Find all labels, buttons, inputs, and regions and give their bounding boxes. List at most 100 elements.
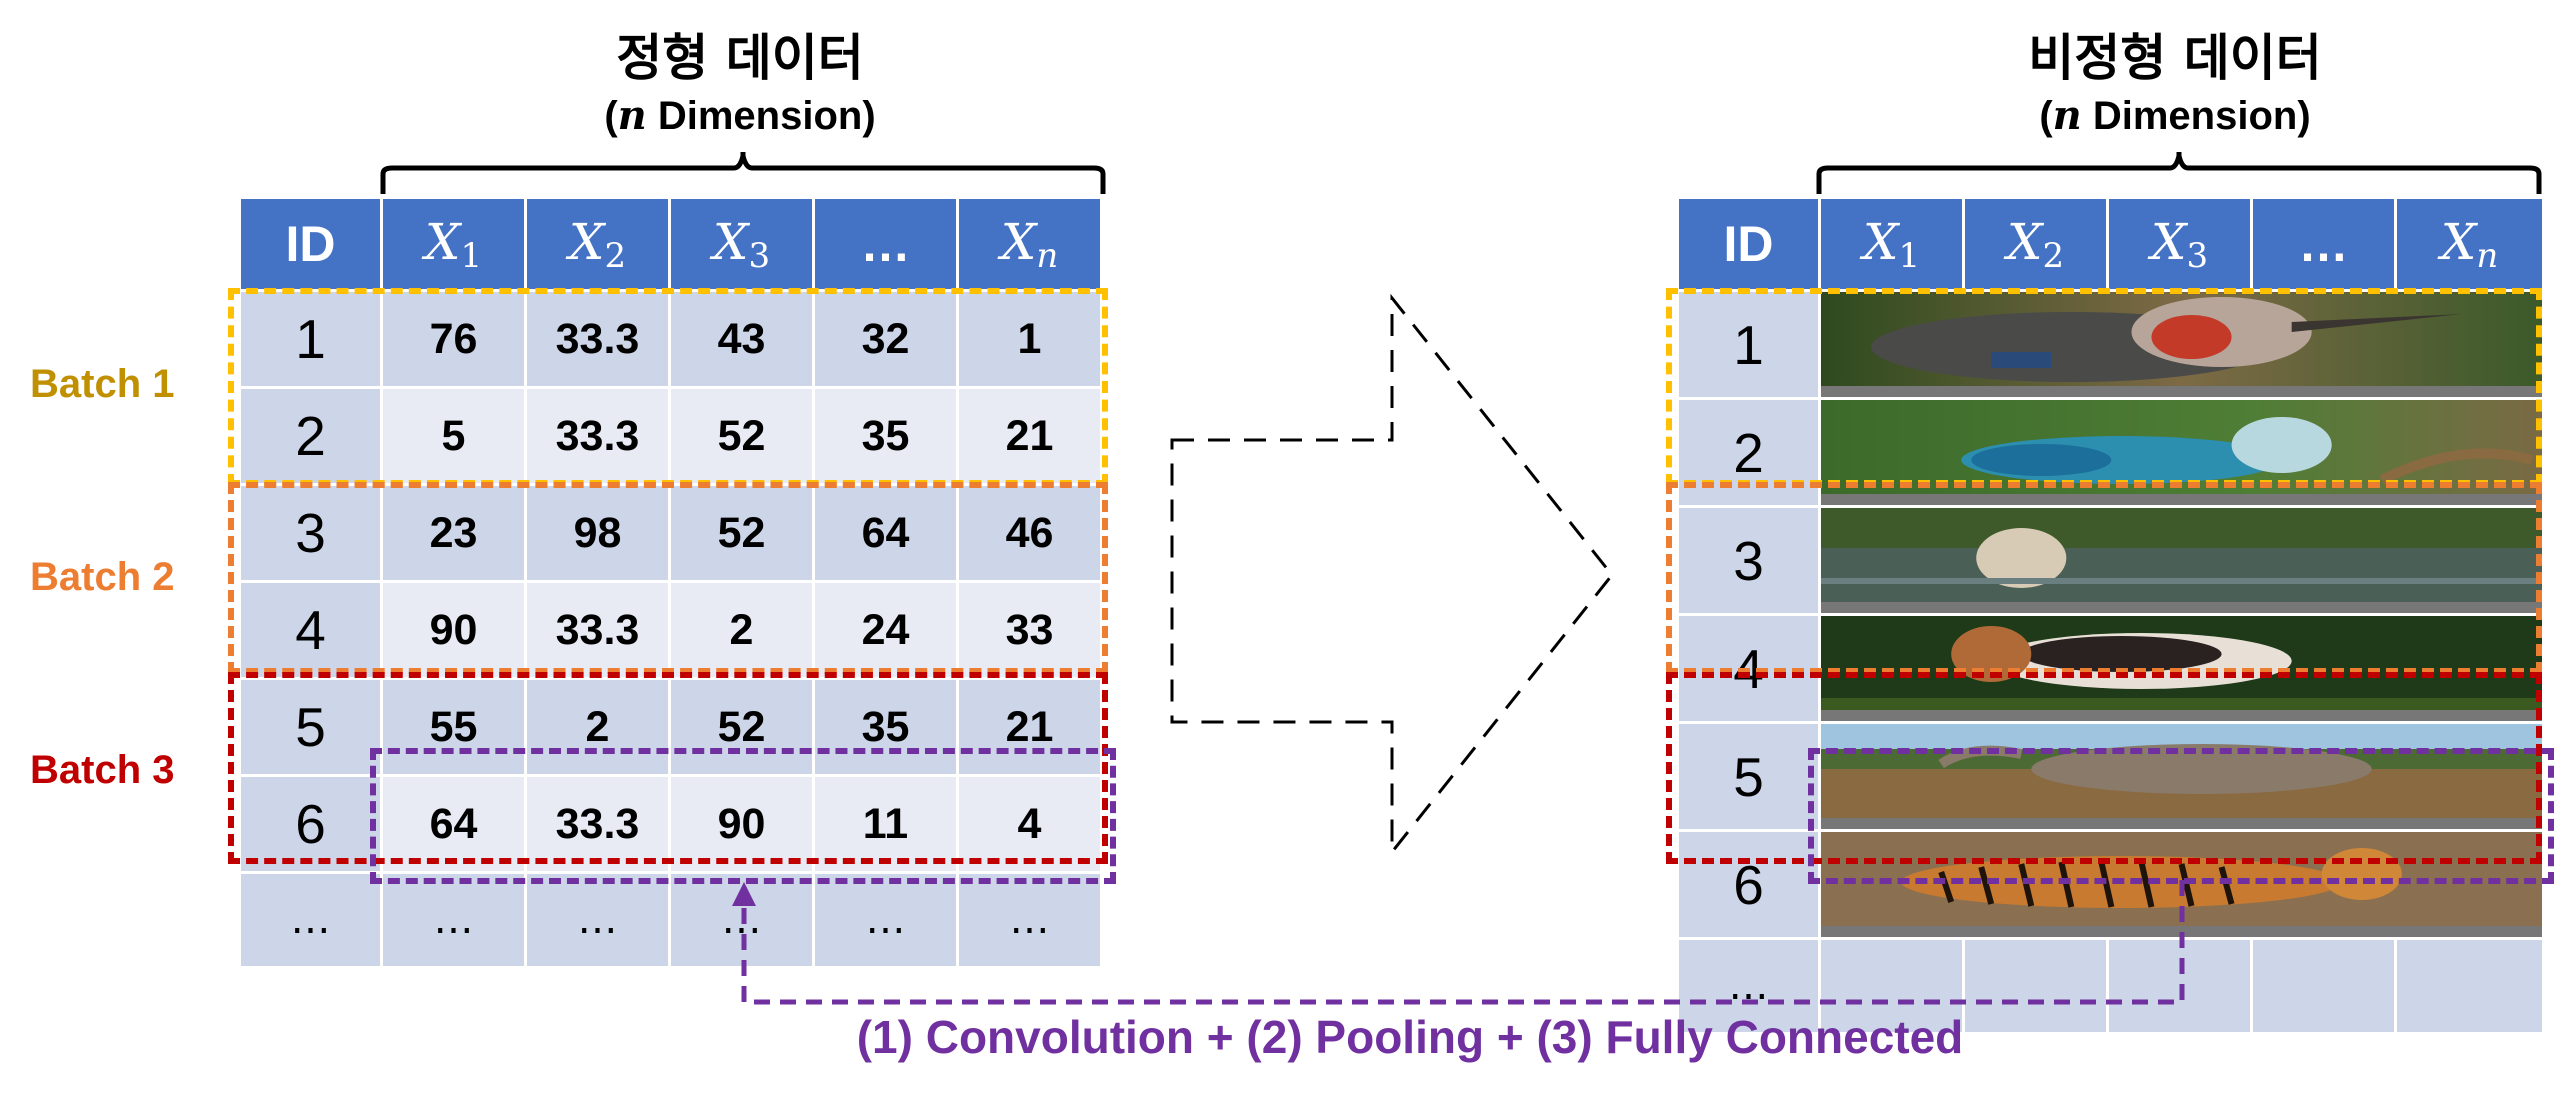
table-row-ellipsis: … … … … … … [238,871,1103,969]
col-header-x2: X2 [524,196,671,292]
row-id: 1 [1676,289,1821,400]
filter-window-right [1808,748,2554,884]
structured-data-table: ID X1 X2 X3 … Xn 1 76 33.3 43 32 1 2 5 3… [238,196,1103,969]
parakeet-photo-image [1822,401,2541,494]
col-header-xn: Xn [956,196,1103,292]
cell: 33.3 [524,774,671,874]
cell: 64 [380,774,527,874]
left-brace [380,152,1106,194]
row-id: 3 [1676,505,1821,616]
batch-2-box-right [1666,482,2542,674]
unstructured-data-subtitle: (n Dimension) [2039,92,2311,139]
row-id: 6 [238,774,383,874]
cell: 21 [956,677,1103,777]
cell: 33.3 [524,580,671,680]
empty-cell [1818,937,1965,1035]
cell: 35 [812,386,959,486]
row-id: 4 [238,580,383,680]
col-header-x1: X1 [1818,196,1965,292]
right-brace [1816,152,2542,194]
cell: 33.3 [524,289,671,389]
col-header-xn: Xn [2394,196,2545,292]
id-header: ID [238,196,383,292]
structured-data-subtitle: (n Dimension) [604,92,876,139]
cell: 24 [812,580,959,680]
table-row: 1 76 33.3 43 32 1 [238,289,1103,389]
cell: 11 [812,774,959,874]
cell: 43 [668,289,815,389]
table-header: ID X1 X2 X3 … Xn [1676,196,2545,292]
swimming-dog-photo [1818,505,2545,616]
table-row: 4 90 33.3 2 24 33 [238,580,1103,680]
swimming-dog-photo-image [1822,509,2541,602]
ellipsis-cell: … [1676,937,1821,1035]
parakeet-photo [1818,397,2545,508]
batch-2-box [228,482,1108,674]
table-row: 5 [1676,721,2545,832]
ellipsis-cell: … [380,871,527,969]
cell: 52 [668,677,815,777]
structured-data-title: 정형 데이터 [616,29,864,87]
cell: 52 [668,386,815,486]
cell: 90 [380,580,527,680]
table-row: 6 64 33.3 90 11 4 [238,774,1103,874]
batch-1-box-right [1666,288,2542,486]
row-id: 2 [1676,397,1821,508]
batch-1-label: Batch 1 [30,362,175,406]
col-header-x3: X3 [2106,196,2253,292]
cell: 32 [812,289,959,389]
ellipsis-cell: … [812,871,959,969]
row-id: 3 [238,483,383,583]
col-header-x1: X1 [380,196,527,292]
table-row: 1 [1676,289,2545,400]
unstructured-data-title: 비정형 데이터 [2028,29,2322,87]
table-header: ID X1 X2 X3 … Xn [238,196,1103,292]
table-row: 3 23 98 52 64 46 [238,483,1103,583]
cell: 64 [812,483,959,583]
cell: 35 [812,677,959,777]
ellipsis-cell: … [238,871,383,969]
row-id: 5 [1676,721,1821,832]
empty-cell [2250,937,2397,1035]
elephant-photo-image [1822,725,2541,818]
batch-1-box [228,288,1108,486]
batch-2-label: Batch 2 [30,555,175,599]
col-header-ellipsis: … [812,196,959,292]
empty-cell [1962,937,2109,1035]
col-header-x3: X3 [668,196,815,292]
cell: 76 [380,289,527,389]
empty-cell [2394,937,2545,1035]
cell: 4 [956,774,1103,874]
table-row: 3 [1676,505,2545,616]
transform-arrow [1170,293,1614,857]
id-header: ID [1676,196,1821,292]
table-row: 2 [1676,397,2545,508]
cell: 52 [668,483,815,583]
table-row: 5 55 2 52 35 21 [238,677,1103,777]
row-id: 2 [238,386,383,486]
row-id: 5 [238,677,383,777]
cell: 21 [956,386,1103,486]
ellipsis-cell: … [956,871,1103,969]
col-header-x2: X2 [1962,196,2109,292]
cell: 33 [956,580,1103,680]
filter-window-left [370,748,1116,884]
bird-photo-image [1822,293,2541,386]
process-caption: (1) Convolution + (2) Pooling + (3) Full… [856,1011,1964,1063]
cell: 98 [524,483,671,583]
elephant-photo [1818,721,2545,832]
col-header-ellipsis: … [2250,196,2397,292]
batch-3-box-right [1666,672,2542,864]
row-id: 1 [238,289,383,389]
batch-3-label: Batch 3 [30,748,175,792]
cell: 23 [380,483,527,583]
cell: 46 [956,483,1103,583]
bird-photo [1818,289,2545,400]
cell: 55 [380,677,527,777]
cell: 90 [668,774,815,874]
row-id: 6 [1676,829,1821,940]
cell: 2 [668,580,815,680]
table-row-ellipsis: … [1676,937,2545,1035]
cell: 2 [524,677,671,777]
batch-3-box [228,672,1108,864]
